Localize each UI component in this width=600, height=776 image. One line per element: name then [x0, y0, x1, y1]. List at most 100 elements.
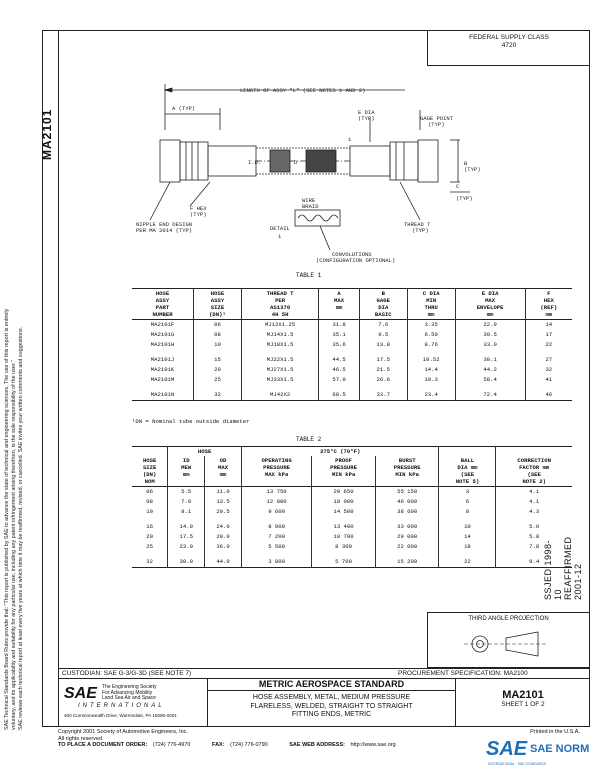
table-cell: 25: [132, 542, 169, 552]
sheet-number: SHEET 1 OF 2: [501, 701, 545, 708]
table-cell: 22: [545, 341, 553, 348]
wire-label: WIRE: [302, 197, 316, 204]
side-doc-number: MA2101: [40, 108, 54, 160]
d-label: D: [294, 159, 298, 166]
table-cell: MA2101G: [132, 330, 195, 340]
table1-header-text: MAX: [334, 297, 345, 304]
table-cell: 10: [438, 517, 497, 532]
table-cell: 38.1: [455, 350, 526, 365]
table-cell: 22: [438, 552, 497, 568]
table1-header-text: (DN)¹: [209, 311, 226, 318]
web-label: SAE WEB ADDRESS:: [289, 742, 345, 749]
table-cell: 14: [438, 532, 497, 542]
table2-blank-header: [496, 447, 572, 457]
rights-text: All rights reserved.: [58, 735, 104, 742]
table-cell: 12 000: [241, 497, 313, 507]
table2-header-text: MIN kPa: [331, 471, 356, 478]
table2-header-text: NOM: [144, 478, 155, 485]
title-line-3: FITTING ENDS, METRIC: [291, 711, 372, 718]
table-cell: 17.5: [167, 532, 206, 542]
table1-header-text: (REF): [540, 304, 558, 311]
title-line-1: HOSE ASSEMBLY, METAL, MEDIUM PRESSURE: [252, 694, 411, 701]
table-cell: 21.5: [359, 365, 408, 375]
table-cell: MA2101M: [132, 375, 195, 385]
table-cell: 30.5: [455, 330, 526, 340]
table-cell: 30.0: [167, 552, 206, 568]
table-cell: MA2101F: [132, 319, 195, 330]
table2-header-text: PRESSURE: [330, 464, 357, 471]
braid-label: BRAID: [302, 203, 319, 210]
table-cell: 14 500: [311, 507, 376, 517]
table-cell: 29.0: [204, 532, 242, 542]
web-address-link[interactable]: http://www.sae.org: [350, 742, 396, 749]
table-cell: 18: [438, 542, 497, 552]
table-cell: 35.6: [318, 340, 360, 350]
table1-header-text: E DIA: [481, 290, 499, 297]
table1-header-text: GAGE: [376, 297, 390, 304]
table-cell: 4.1: [529, 498, 540, 505]
table-cell: 32: [545, 366, 553, 373]
table-cell: 7.6: [359, 319, 408, 330]
fsc-value: 4720: [501, 42, 517, 49]
fineprint-line-3: SAE reviews each technical report at lea…: [18, 326, 24, 730]
table2-header-text: PROOF: [335, 457, 352, 464]
table-cell: 8 900: [241, 517, 313, 532]
table-cell: 23.4: [407, 385, 456, 401]
table-cell: 36.0: [204, 542, 242, 552]
table-cell: 9.4: [529, 558, 540, 565]
table-cell: 20 650: [311, 486, 376, 497]
table-cell: 06: [193, 319, 242, 330]
table-cell: 7 200: [241, 532, 313, 542]
table2-header-text: mm: [219, 471, 227, 478]
detail-label: DETAIL: [270, 225, 290, 232]
table2-header-text: HOSE: [142, 457, 157, 464]
federal-supply-class-box: FEDERAL SUPPLY CLASS 4720: [427, 30, 590, 66]
table-cell: 20.5: [204, 507, 242, 517]
logo-tagline-2: For Advancing Mobility: [102, 689, 153, 696]
table-cell: 20: [193, 365, 242, 375]
table1-header-text: A: [337, 290, 341, 297]
table-cell: 33.7: [359, 385, 408, 401]
table-cell: 55 150: [375, 486, 440, 497]
table1-header-text: BASIC: [374, 311, 392, 318]
table-cell: MA2101N: [132, 385, 195, 401]
table-cell: 19.3: [407, 375, 456, 385]
table-cell: 22 000: [375, 542, 440, 552]
table1-header-text: THREAD T: [266, 290, 294, 297]
table2-title: TABLE 2: [296, 436, 322, 443]
table-cell: 10: [132, 507, 169, 517]
table2-header-text: MAX: [217, 464, 229, 471]
table2-header-text: PRESSURE: [393, 464, 421, 471]
table1-header-text: HOSE: [210, 290, 225, 297]
order-label: TO PLACE A DOCUMENT ORDER:: [58, 742, 148, 749]
table-cell: 60.5: [318, 385, 360, 401]
table-cell: 16: [132, 517, 169, 532]
table-cell: 14.0: [167, 517, 206, 532]
brand-mark: SAE: [486, 738, 528, 760]
table-cell: MJ27X1.5: [241, 365, 320, 375]
table-cell: 8 300: [311, 542, 376, 552]
brand-name: SAE NORM: [530, 743, 590, 755]
table-cell: 17: [545, 331, 553, 338]
table1-header-text: mm: [545, 311, 553, 318]
logo-international: INTERNATIONAL: [78, 703, 165, 709]
table-cell: 11.0: [204, 486, 242, 497]
title-cell: METRIC AEROSPACE STANDARD HOSE ASSEMBLY,…: [208, 679, 456, 727]
typ-label: (TYP): [428, 121, 445, 128]
table-cell: 46 000: [375, 497, 440, 507]
brand-tagline: INTERNATIONAL · SAE STANDARDS: [488, 762, 547, 766]
